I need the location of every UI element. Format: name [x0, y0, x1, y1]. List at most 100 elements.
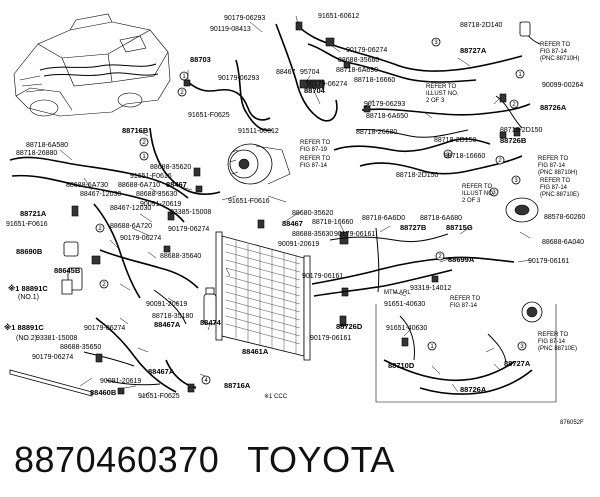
svg-text:MTM ARL: MTM ARL [384, 290, 411, 296]
part-label: 90179-06274 [306, 81, 347, 88]
part-label: 88718-6A650 [366, 113, 408, 120]
part-label: 90179-06274 [84, 325, 125, 332]
part-label: 88688-35630 [136, 191, 177, 198]
cover-strips-88891c [9, 279, 93, 397]
svg-text:1: 1 [518, 72, 522, 78]
part-label: 88716B [122, 126, 149, 135]
part-label: 88710D [388, 361, 415, 370]
part-label: 90091-20619 [100, 378, 141, 385]
part-label: 88461A [242, 347, 269, 356]
part-label: 90179-06161 [310, 335, 351, 342]
part-label: 88688-35650 [60, 344, 101, 351]
svg-text:(PNC 88710E): (PNC 88710E) [538, 346, 577, 352]
part-label: 88467 [282, 219, 303, 228]
svg-text:2: 2 [98, 226, 102, 232]
part-label: 88726B [500, 136, 527, 145]
callout-9: 2 [99, 279, 109, 289]
callout-13: 3 [489, 187, 499, 197]
part-label: 88716A [224, 381, 251, 390]
callout-15: 1 [427, 341, 437, 351]
svg-text:REFER TO: REFER TO [300, 140, 330, 146]
callout-3: 3 [431, 37, 441, 47]
part-label: ※1 88891C [4, 323, 44, 332]
callout-17: 4 [201, 375, 211, 385]
part-label: 91651-40630 [386, 325, 427, 332]
svg-text:3: 3 [434, 40, 438, 46]
part-label: 91651-F0625 [188, 112, 230, 119]
part-label: 90119-08413 [210, 26, 251, 33]
part-label: 88718-16660 [354, 77, 395, 84]
part-label: 88467 [276, 69, 296, 76]
svg-text:2: 2 [512, 102, 516, 108]
part-label: 90179-06293 [224, 15, 265, 22]
part-label: 90099-00264 [542, 82, 583, 89]
vehicle-illustration [13, 13, 171, 117]
leader-lines [59, 15, 531, 399]
pipe-routing-lower-right [311, 227, 557, 403]
svg-text:1: 1 [142, 154, 146, 160]
part-label: 90179-06161 [334, 231, 375, 238]
part-label: 88467-12030 [80, 191, 121, 198]
svg-text:REFER TO: REFER TO [426, 84, 456, 90]
svg-text:2 OF 3: 2 OF 3 [426, 98, 445, 104]
part-label: 88718-6A580 [26, 142, 68, 149]
svg-text:REFER TO: REFER TO [450, 296, 480, 302]
part-label: 91651-F0616 [228, 198, 270, 205]
callout-2: 2 [177, 87, 187, 97]
part-label: 88726A [540, 103, 567, 112]
product-caption: 8870460370 TOYOTA [14, 432, 395, 488]
part-label: 91651-F0616 [6, 221, 48, 228]
svg-text:1: 1 [430, 344, 434, 350]
part-label: (NO.2) [16, 335, 37, 342]
callout-11: 2 [495, 155, 505, 165]
svg-text:2: 2 [438, 254, 442, 260]
part-label: 03385-15008 [170, 209, 211, 216]
callout-1: 1 [179, 71, 189, 81]
part-label: 88688-35620 [150, 164, 191, 171]
part-label: 88718-26880 [16, 150, 57, 157]
svg-text:3: 3 [520, 344, 524, 350]
part-label: 88718-6A6D0 [362, 215, 405, 222]
part-label: 88474 [200, 318, 222, 327]
part-label: 91651-F0616 [130, 173, 172, 180]
callout-7: 1 [139, 151, 149, 161]
callout-10: 1 [443, 149, 453, 159]
callout-4: 1 [515, 69, 525, 79]
part-label: 88726D [336, 322, 363, 331]
svg-text:4: 4 [204, 378, 208, 384]
part-label: 88718-16660 [444, 153, 485, 160]
svg-text:(PNC 88710E): (PNC 88710E) [540, 192, 579, 198]
part-label: 88467 [166, 180, 187, 189]
part-label: 90091-20619 [278, 241, 319, 248]
part-label: 90179-06274 [346, 47, 387, 54]
part-label: 90179-06161 [302, 273, 343, 280]
svg-text:REFER TO: REFER TO [538, 332, 568, 338]
part-label: 88727B [400, 223, 427, 232]
part-label: 88688-6A040 [542, 239, 584, 246]
ac-system-exploded-diagram: 1 2 3 1 2 2 1 2 2 1 2 3 3 2 1 3 4 REFER … [4, 13, 585, 426]
callout-12: 3 [511, 175, 521, 185]
part-label: 88467-12030 [110, 205, 151, 212]
part-label: 88645B [54, 266, 81, 275]
svg-text:1: 1 [446, 152, 450, 158]
part-label: 88721A [20, 209, 47, 218]
part-label: 88467A [148, 367, 175, 376]
part-label: 88688-35630 [292, 231, 333, 238]
part-label: 88699A [448, 255, 475, 264]
part-label: 88718-26680 [356, 129, 397, 136]
svg-text:(PNC 88710H): (PNC 88710H) [538, 170, 577, 176]
callout-5: 2 [509, 99, 519, 109]
part-label: 88718-35180 [152, 313, 193, 320]
svg-text:FIG 87-14: FIG 87-14 [450, 303, 478, 309]
compressor [227, 143, 291, 185]
part-label: 93319-14012 [410, 285, 451, 292]
svg-text:FIG 87-14: FIG 87-14 [540, 49, 568, 55]
callout-markers: 1 2 3 1 2 2 1 2 2 1 2 3 3 2 1 3 4 [95, 37, 527, 385]
part-labels: 91651-60612 90179-06293 90119-08413 8871… [4, 13, 585, 400]
svg-text:REFER TO: REFER TO [462, 184, 492, 190]
part-label: (NO.1) [18, 294, 39, 301]
part-label: 88718-6A690 [336, 67, 378, 74]
part-label: ※1 88891C [8, 284, 48, 293]
part-label: 88726A [460, 385, 487, 394]
part-label: 88680-35620 [292, 210, 333, 217]
